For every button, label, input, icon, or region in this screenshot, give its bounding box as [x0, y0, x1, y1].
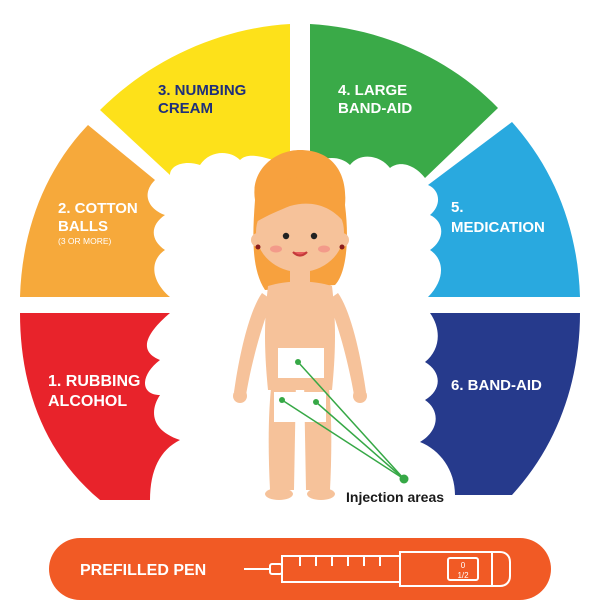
earring-right	[339, 244, 345, 250]
segment-label-medication-1: 5.	[451, 199, 464, 216]
pointer-dot-thigh-right	[313, 399, 319, 405]
segment-label-band-aid: 6. BAND-AID	[451, 377, 542, 394]
hand-left	[233, 389, 247, 403]
eye-right	[310, 232, 318, 240]
hand-right	[353, 389, 367, 403]
prefilled-pen-banner	[49, 538, 551, 600]
segment-label-rubbing-alcohol-2: ALCOHOL	[48, 393, 127, 410]
segment-note-cotton-balls: (3 OR MORE)	[58, 236, 112, 246]
segment-label-large-band-aid-2: BAND-AID	[338, 100, 412, 117]
segment-label-cotton-balls-2: BALLS	[58, 218, 108, 235]
injection-patch-abdomen	[278, 348, 324, 378]
segment-label-rubbing-alcohol-1: 1. RUBBING	[48, 373, 140, 390]
injection-areas-caption: Injection areas	[346, 489, 444, 505]
arm-right	[328, 293, 366, 395]
hair-bangs	[256, 177, 345, 222]
pen-dose-window	[447, 557, 479, 581]
ear-left	[251, 233, 265, 247]
pen-icon	[244, 551, 511, 587]
foot-left	[265, 488, 293, 500]
segment-label-large-band-aid-1: 4. LARGE	[338, 82, 407, 99]
pen-dial-top: 0	[461, 561, 466, 570]
pointer-dot-thigh-left	[279, 397, 285, 403]
segment-rubbing-alcohol	[20, 313, 180, 500]
pointer-anchor-dot	[399, 474, 409, 484]
segment-label-medication-2: MEDICATION	[451, 219, 545, 236]
segment-label-numbing-cream-1: 3. NUMBING	[158, 82, 246, 99]
pointer-line-thigh-left	[281, 399, 405, 480]
cheek-left	[270, 245, 282, 253]
injection-patch-thigh-right	[304, 392, 326, 422]
segment-numbing-cream	[100, 24, 290, 175]
prefilled-pen-label: PREFILLED PEN	[80, 562, 206, 579]
pen-dial-bottom: 1/2	[457, 571, 469, 580]
segment-label-numbing-cream-2: CREAM	[158, 100, 213, 117]
mouth	[292, 251, 308, 257]
pointer-dot-abdomen	[295, 359, 301, 365]
segment-large-band-aid	[310, 24, 498, 178]
foot-right	[307, 488, 335, 500]
arm-left	[234, 293, 272, 395]
pointer-line-thigh-right	[315, 401, 405, 480]
cheek-right	[318, 245, 330, 253]
eye-left	[282, 232, 290, 240]
ear-right	[335, 233, 349, 247]
segment-band-aid	[420, 313, 580, 495]
segment-label-cotton-balls-1: 2. COTTON	[58, 200, 138, 217]
pen-body	[399, 551, 511, 587]
segment-medication	[428, 122, 580, 297]
pointer-line-abdomen	[297, 361, 405, 480]
child-figure	[233, 150, 409, 500]
segment-cotton-balls	[20, 125, 170, 297]
earring-left	[255, 244, 261, 250]
